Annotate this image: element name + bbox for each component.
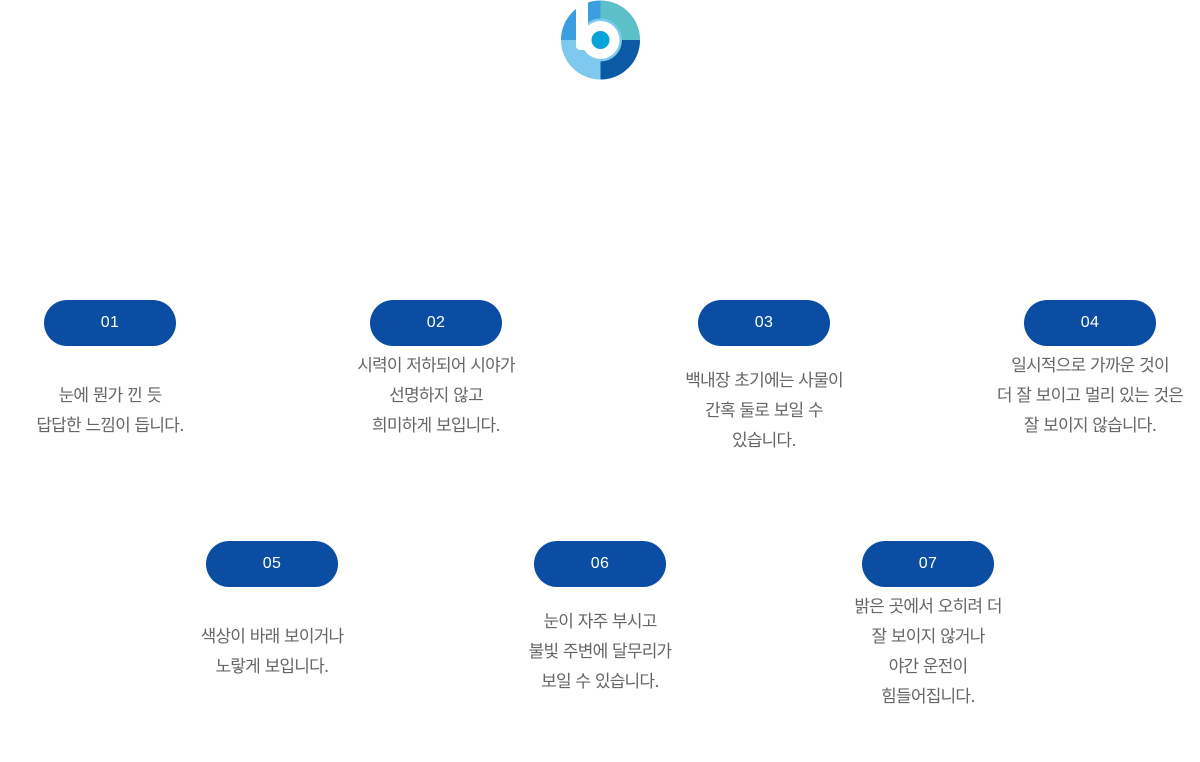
description-line: 선명하지 않고 bbox=[389, 386, 483, 406]
brand-logo bbox=[560, 0, 641, 80]
symptom-description: 일시적으로 가까운 것이 더 잘 보이고 멀리 있는 것은 잘 보이지 않습니다… bbox=[980, 346, 1200, 476]
description-line: 간혹 둘로 보일 수 bbox=[705, 401, 824, 421]
description-line: 일시적으로 가까운 것이 bbox=[1011, 356, 1169, 376]
description-line: 더 잘 보이고 멀리 있는 것은 bbox=[996, 386, 1184, 406]
description-line: 답답한 느낌이 듭니다. bbox=[36, 416, 184, 436]
description-line: 눈이 자주 부시고 bbox=[543, 612, 657, 632]
symptom-number-badge: 05 bbox=[206, 541, 338, 587]
description-line: 노랗게 보입니다. bbox=[215, 657, 329, 677]
symptom-description: 백내장 초기에는 사물이 간혹 둘로 보일 수 있습니다. bbox=[654, 346, 874, 476]
symptom-item-05: 05 색상이 바래 보이거나 노랗게 보입니다. bbox=[162, 541, 382, 717]
symptom-number-badge: 03 bbox=[698, 300, 830, 346]
symptom-number-badge: 07 bbox=[862, 541, 994, 587]
description-line: 색상이 바래 보이거나 bbox=[200, 627, 345, 647]
symptom-description: 눈이 자주 부시고 불빛 주변에 달무리가 보일 수 있습니다. bbox=[490, 587, 710, 717]
symptom-item-03: 03 백내장 초기에는 사물이 간혹 둘로 보일 수 있습니다. bbox=[654, 300, 874, 476]
description-line: 있습니다. bbox=[732, 431, 797, 451]
description-line: 잘 보이지 않습니다. bbox=[1023, 416, 1157, 436]
description-line: 보일 수 있습니다. bbox=[541, 672, 660, 692]
symptom-description: 밝은 곳에서 오히려 더 잘 보이지 않거나 야간 운전이 힘들어집니다. bbox=[818, 587, 1038, 717]
description-line: 힘들어집니다. bbox=[881, 687, 975, 707]
description-line: 야간 운전이 bbox=[888, 657, 969, 677]
description-line: 밝은 곳에서 오히려 더 bbox=[854, 597, 1002, 617]
symptom-description: 눈에 뭔가 낀 듯 답답한 느낌이 듭니다. bbox=[0, 346, 220, 476]
symptom-number-badge: 01 bbox=[44, 300, 176, 346]
symptom-number-badge: 06 bbox=[534, 541, 666, 587]
symptom-description: 색상이 바래 보이거나 노랗게 보입니다. bbox=[162, 587, 382, 717]
description-line: 희미하게 보입니다. bbox=[372, 416, 501, 436]
symptom-item-04: 04 일시적으로 가까운 것이 더 잘 보이고 멀리 있는 것은 잘 보이지 않… bbox=[980, 300, 1200, 476]
description-line: 잘 보이지 않거나 bbox=[871, 627, 985, 647]
symptom-item-02: 02 시력이 저하되어 시야가 선명하지 않고 희미하게 보입니다. bbox=[326, 300, 546, 476]
symptom-item-01: 01 눈에 뭔가 낀 듯 답답한 느낌이 듭니다. bbox=[0, 300, 220, 476]
symptom-item-07: 07 밝은 곳에서 오히려 더 잘 보이지 않거나 야간 운전이 힘들어집니다. bbox=[818, 541, 1038, 717]
symptom-item-06: 06 눈이 자주 부시고 불빛 주변에 달무리가 보일 수 있습니다. bbox=[490, 541, 710, 717]
description-line: 불빛 주변에 달무리가 bbox=[528, 642, 673, 662]
description-line: 백내장 초기에는 사물이 bbox=[685, 371, 843, 391]
symptom-description: 시력이 저하되어 시야가 선명하지 않고 희미하게 보입니다. bbox=[326, 346, 546, 476]
symptom-number-badge: 02 bbox=[370, 300, 502, 346]
description-line: 눈에 뭔가 낀 듯 bbox=[58, 386, 163, 406]
symptom-number-badge: 04 bbox=[1024, 300, 1156, 346]
brand-logo-icon bbox=[561, 0, 640, 80]
description-line: 시력이 저하되어 시야가 bbox=[357, 356, 515, 376]
